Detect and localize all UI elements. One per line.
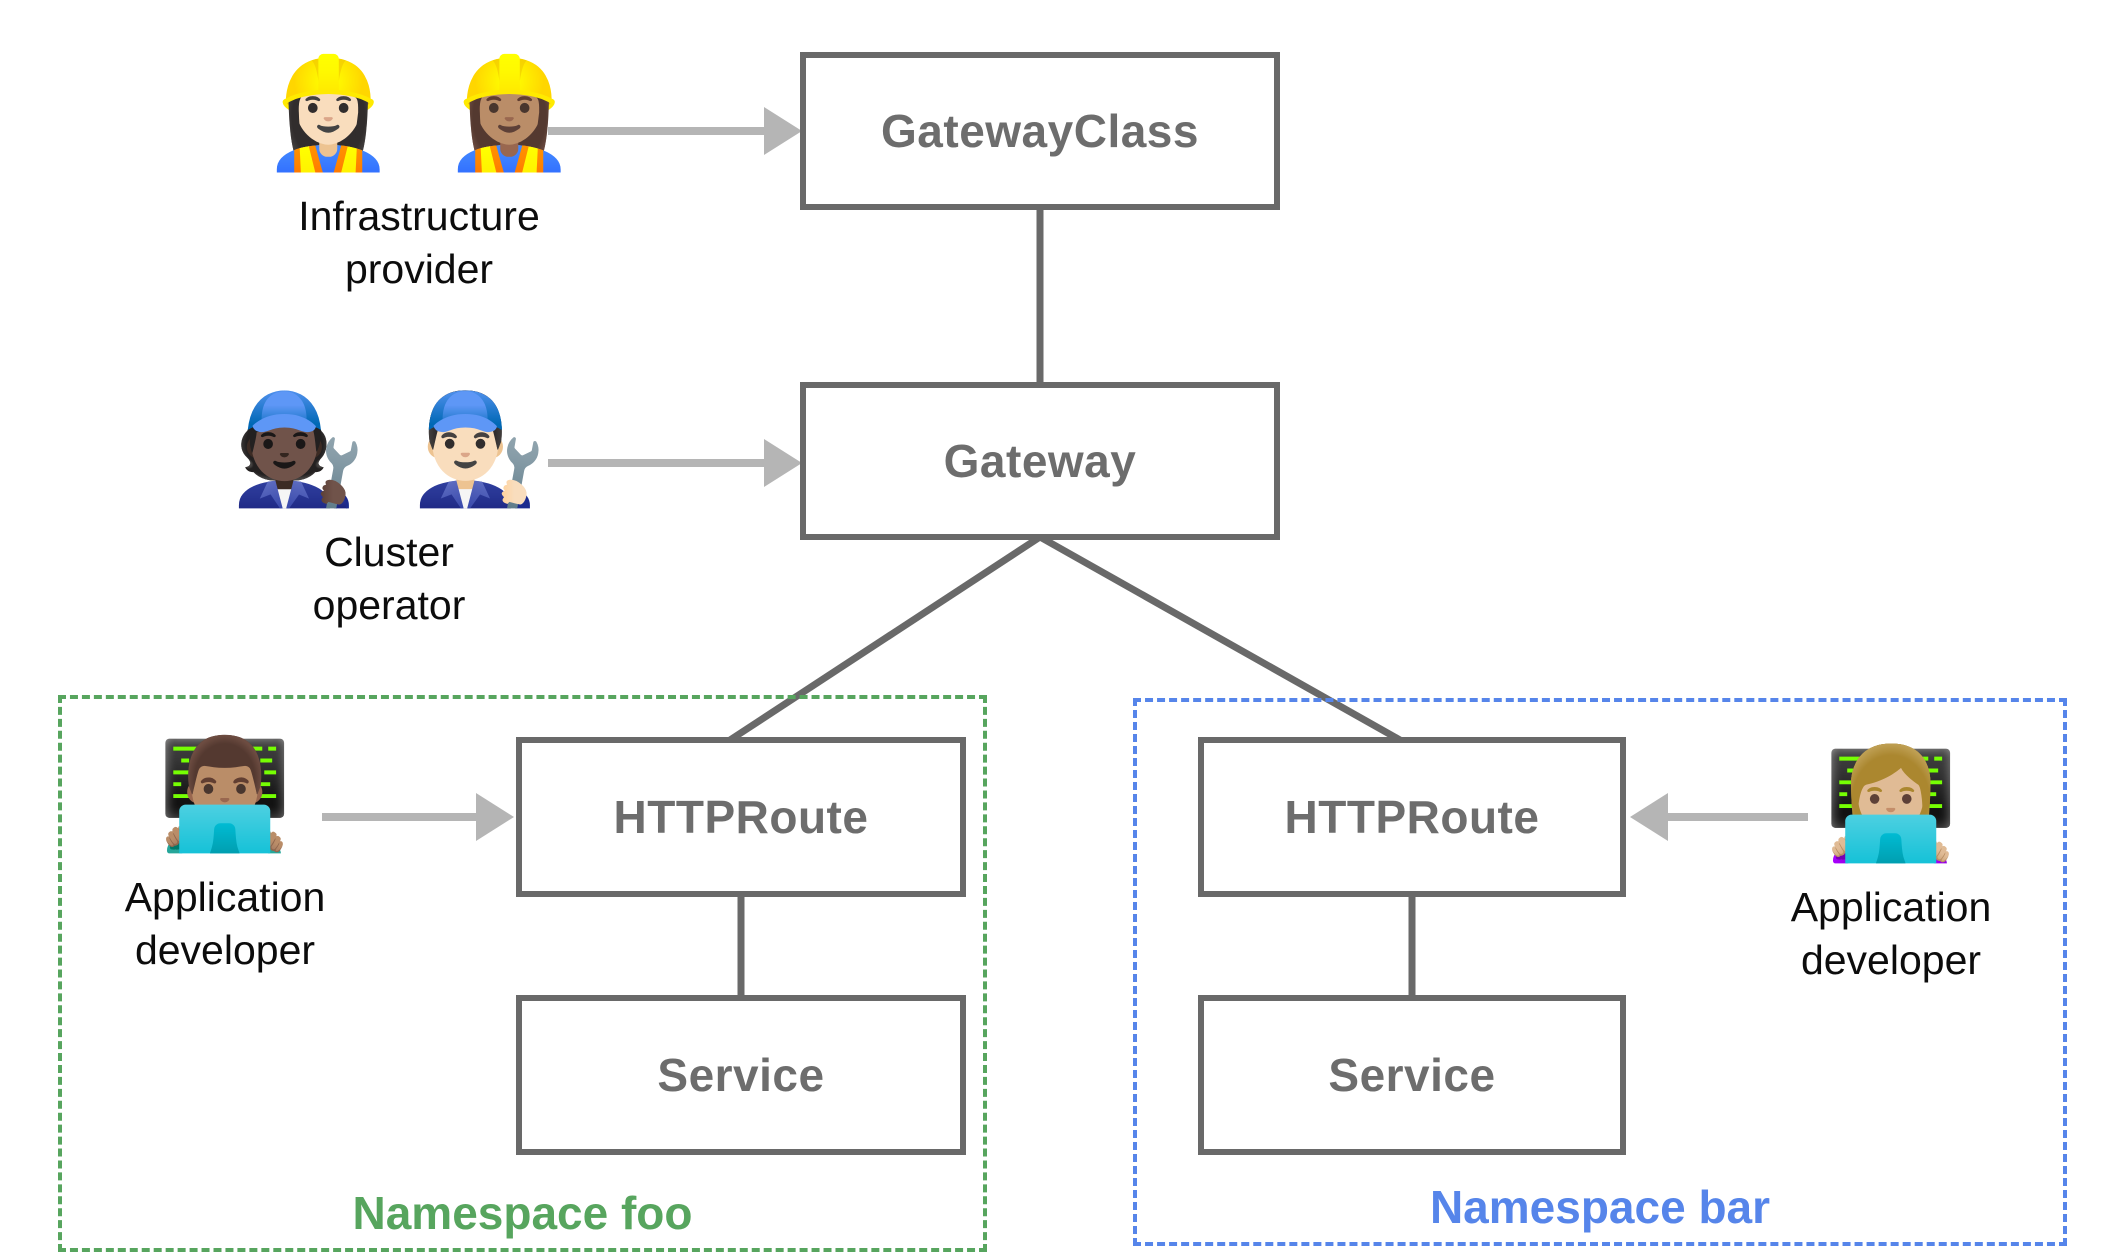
httproute-foo-node: HTTPRoute bbox=[516, 737, 966, 897]
woman-construction-worker-medium-icon: 👷🏽‍♀️ bbox=[442, 51, 577, 176]
cluster-operator-icons: 🧑🏿‍🔧 👨🏻‍🔧 bbox=[169, 387, 609, 512]
arrow-app-developer-bar bbox=[1630, 793, 1808, 841]
app-developer-bar-label: Application developer bbox=[1790, 884, 1992, 983]
service-foo-node-label: Service bbox=[657, 1049, 825, 1101]
app-developer-foo-label: Application developer bbox=[124, 874, 326, 973]
cluster-operator-label: Cluster operator bbox=[312, 529, 466, 628]
httproute-foo-node-label: HTTPRoute bbox=[613, 791, 869, 843]
service-foo-node: Service bbox=[516, 995, 966, 1155]
namespace-bar-box: Namespace bar bbox=[1133, 698, 2067, 1246]
infrastructure-provider-label: Infrastructure provider bbox=[298, 193, 540, 292]
persona-cluster-operator: 🧑🏿‍🔧 👨🏻‍🔧 Cluster operator bbox=[169, 387, 609, 631]
httproute-bar-node: HTTPRoute bbox=[1198, 737, 1626, 897]
edge-gateway-httproute-bar bbox=[1038, 533, 1402, 744]
namespace-bar-label: Namespace bar bbox=[1429, 1181, 1771, 1233]
app-developer-bar-icon-row: 👩🏼‍💻 bbox=[1671, 742, 2111, 867]
edge-gateway-httproute-foo bbox=[728, 534, 1042, 743]
persona-app-developer-foo: 👨🏽‍💻 Application developer bbox=[5, 732, 445, 976]
gatewayclass-node: GatewayClass bbox=[800, 52, 1280, 210]
persona-app-developer-bar: 👩🏼‍💻 Application developer bbox=[1671, 742, 2111, 986]
infrastructure-provider-icons: 👷🏻‍♀️ 👷🏽‍♀️ bbox=[199, 51, 639, 176]
gateway-node: Gateway bbox=[800, 382, 1280, 540]
service-bar-node-label: Service bbox=[1328, 1049, 1496, 1101]
httproute-bar-node-label: HTTPRoute bbox=[1284, 791, 1540, 843]
arrow-cluster-operator bbox=[548, 439, 802, 487]
namespace-foo-box: Namespace foo bbox=[58, 695, 987, 1252]
app-developer-foo-icon-row: 👨🏽‍💻 bbox=[5, 732, 445, 857]
gatewayclass-node-label: GatewayClass bbox=[881, 105, 1199, 157]
namespace-foo-label: Namespace foo bbox=[352, 1187, 693, 1239]
woman-technologist-icon: 👩🏼‍💻 bbox=[1823, 742, 1959, 867]
woman-construction-worker-light-icon: 👷🏻‍♀️ bbox=[261, 51, 396, 176]
man-technologist-icon: 👨🏽‍💻 bbox=[157, 732, 293, 857]
arrow-app-developer-foo bbox=[322, 793, 514, 841]
arrow-infrastructure-provider bbox=[548, 107, 802, 155]
persona-infrastructure-provider: 👷🏻‍♀️ 👷🏽‍♀️ Infrastructure provider bbox=[199, 51, 639, 295]
mechanic-dark-skin-icon: 🧑🏿‍🔧 bbox=[231, 387, 366, 512]
service-bar-node: Service bbox=[1198, 995, 1626, 1155]
man-mechanic-light-skin-icon: 👨🏻‍🔧 bbox=[412, 387, 547, 512]
gateway-node-label: Gateway bbox=[943, 435, 1137, 487]
